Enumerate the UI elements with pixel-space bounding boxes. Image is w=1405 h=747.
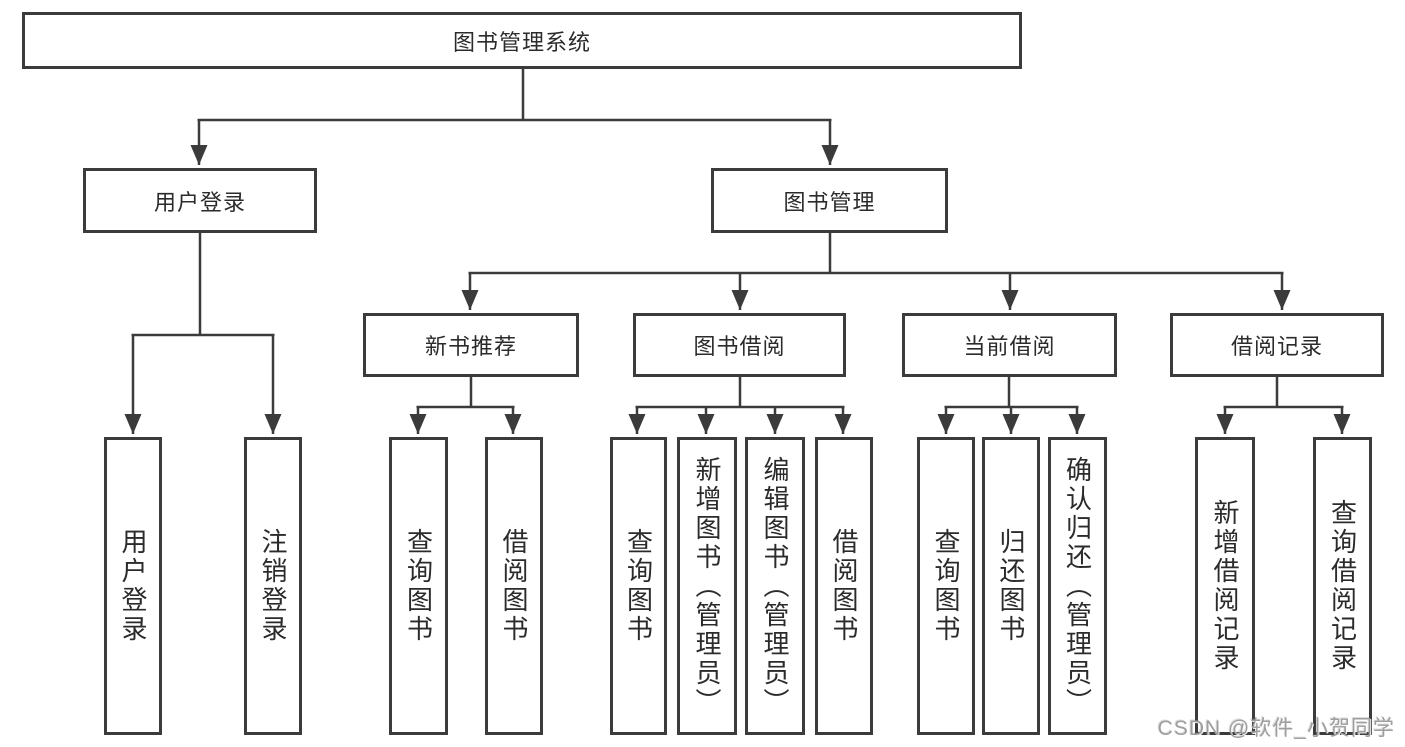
leaf-confirm-return-admin: 确认归还（管理员） bbox=[1048, 437, 1107, 735]
leaf-logout: 注销登录 bbox=[244, 437, 302, 735]
node-book-borrowing: 图书借阅 bbox=[633, 313, 846, 377]
leaf-query-books-borrowing: 查询图书 bbox=[610, 437, 667, 735]
leaf-query-books-recommend: 查询图书 bbox=[389, 437, 448, 735]
node-borrowing-records: 借阅记录 bbox=[1170, 313, 1384, 377]
leaf-add-books-admin: 新增图书（管理员） bbox=[677, 437, 737, 735]
leaf-edit-books-admin: 编辑图书（管理员） bbox=[745, 437, 805, 735]
leaf-add-borrow-record: 新增借阅记录 bbox=[1195, 437, 1255, 735]
leaf-query-books-current: 查询图书 bbox=[917, 437, 975, 735]
node-current-borrowing: 当前借阅 bbox=[902, 313, 1117, 377]
node-user-login: 用户登录 bbox=[83, 168, 317, 233]
leaf-query-borrow-record: 查询借阅记录 bbox=[1313, 437, 1372, 735]
csdn-watermark: CSDN @软件_小贺同学 bbox=[1157, 717, 1395, 740]
node-new-book-recommend: 新书推荐 bbox=[363, 313, 579, 377]
node-library-system: 图书管理系统 bbox=[22, 12, 1022, 69]
leaf-user-login: 用户登录 bbox=[104, 437, 162, 735]
leaf-borrow-books: 借阅图书 bbox=[815, 437, 873, 735]
leaf-return-books: 归还图书 bbox=[982, 437, 1040, 735]
node-book-management: 图书管理 bbox=[711, 168, 948, 233]
leaf-borrow-books-recommend: 借阅图书 bbox=[485, 437, 543, 735]
